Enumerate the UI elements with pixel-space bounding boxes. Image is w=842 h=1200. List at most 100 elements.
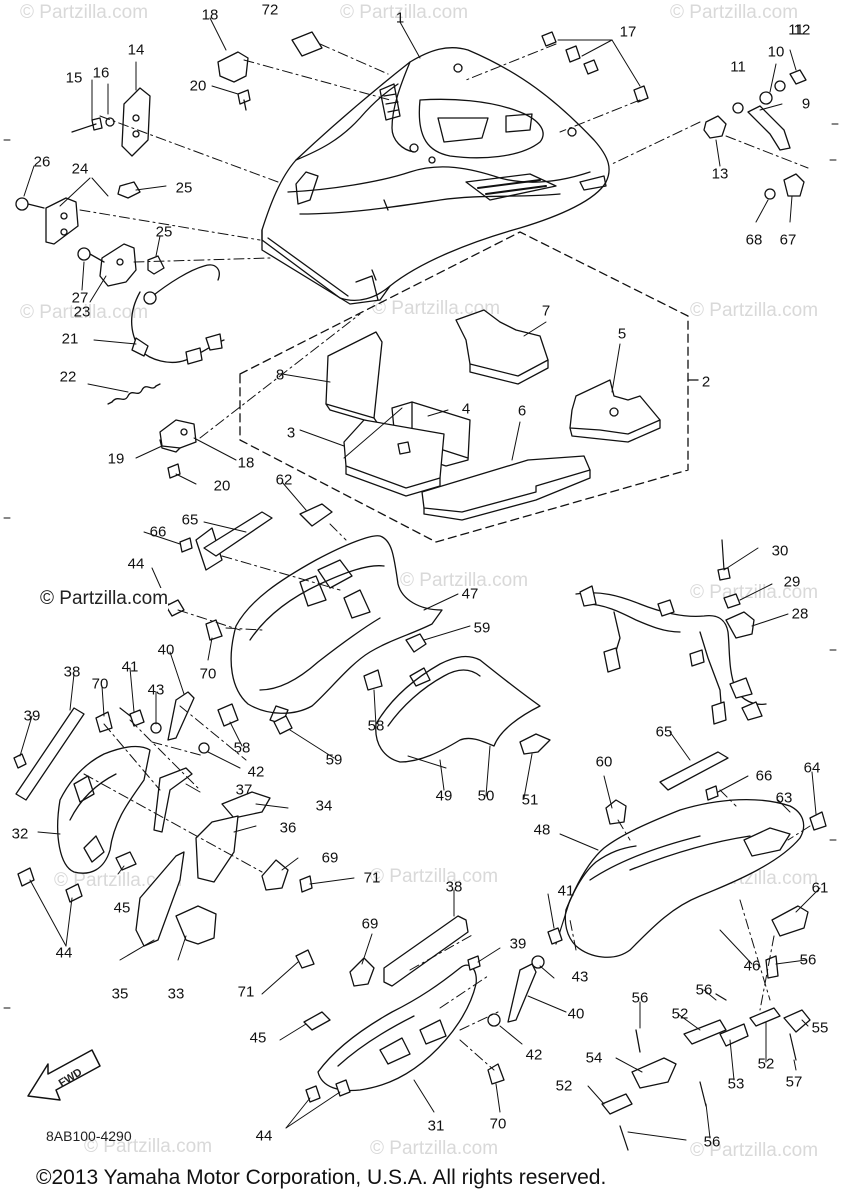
callout-label: 41	[557, 882, 575, 900]
left-upper-hardware	[15, 31, 323, 479]
callout-label: 20	[213, 477, 231, 495]
callout-label: 52	[671, 1005, 689, 1023]
grommet-part	[217, 703, 239, 727]
callout-label: 61	[811, 879, 829, 897]
callout-label: 8	[275, 366, 285, 384]
callout-label: 9	[801, 95, 811, 113]
diagram-code: 8AB100-4290	[46, 1128, 132, 1144]
callout-label: 42	[525, 1046, 543, 1064]
lower-side-panel-part	[564, 751, 827, 1151]
grommet-part	[363, 669, 383, 691]
screw-part	[179, 537, 193, 553]
callout-label: 14	[127, 41, 145, 59]
callout-label: 70	[489, 1115, 507, 1133]
callout-label: 27	[71, 289, 89, 307]
callout-label: 51	[521, 791, 539, 809]
callout-label: 18	[201, 6, 219, 24]
copyright-notice: ©2013 Yamaha Motor Corporation, U.S.A. A…	[36, 1166, 607, 1189]
wire-harness-part	[575, 539, 767, 725]
callout-label: 26	[33, 153, 51, 171]
callout-label: 7	[541, 302, 551, 320]
watermark: © Partzilla.com	[20, 302, 149, 323]
callout-label: 15	[65, 69, 83, 87]
callout-label: 24	[71, 160, 89, 178]
callout-label: 10	[767, 43, 785, 61]
callout-label: 40	[567, 1005, 585, 1023]
fwd-arrow-icon	[27, 1049, 101, 1101]
callout-label: 71	[363, 869, 381, 887]
callout-label: 38	[445, 878, 463, 896]
callout-label: 2	[701, 373, 711, 391]
callout-label: 37	[235, 781, 253, 799]
callout-label: 22	[59, 368, 77, 386]
callout-label: 44	[255, 1127, 273, 1145]
callout-label: 23	[73, 303, 91, 321]
undercover-part	[295, 899, 571, 1103]
nut-part	[273, 715, 293, 735]
callout-label: 53	[727, 1075, 745, 1093]
callout-label: 39	[23, 707, 41, 725]
callout-label: 40	[157, 641, 175, 659]
callout-label: 58	[233, 739, 251, 757]
callout-label: 70	[199, 665, 217, 683]
callout-label: 13	[711, 165, 729, 183]
callout-label: 62	[275, 471, 293, 489]
callout-label: 56	[695, 981, 713, 999]
stay-part	[203, 511, 273, 557]
callout-label: 48	[533, 821, 551, 839]
callout-label: 55	[811, 1019, 829, 1037]
callout-label: 59	[325, 751, 343, 769]
callout-label: 65	[655, 723, 673, 741]
callout-label: 25	[175, 179, 193, 197]
callout-label: 3	[286, 424, 296, 442]
callout-label: 39	[509, 935, 527, 953]
bolt-part	[165, 599, 185, 617]
callout-label: 63	[775, 789, 793, 807]
callout-label: 38	[63, 663, 81, 681]
callout-label: 66	[755, 767, 773, 785]
callout-label: 16	[92, 64, 110, 82]
watermark: © Partzilla.com	[372, 298, 501, 319]
site-watermark: © Partzilla.com	[40, 588, 169, 610]
callout-label: 57	[785, 1073, 803, 1091]
callout-label: 52	[757, 1055, 775, 1073]
clip-part	[519, 733, 551, 755]
callout-label: 17	[619, 23, 637, 41]
bracket-part	[299, 503, 333, 527]
left-lower-parts	[13, 691, 313, 947]
callout-label: 5	[617, 325, 627, 343]
callout-label: 54	[585, 1049, 603, 1067]
callout-label: 19	[107, 450, 125, 468]
callout-label: 60	[595, 753, 613, 771]
callout-label: 32	[11, 825, 29, 843]
callout-label: 52	[555, 1077, 573, 1095]
watermark: © Partzilla.com	[20, 2, 149, 23]
callout-label: 56	[631, 989, 649, 1007]
callout-label: 59	[473, 619, 491, 637]
callout-label: 11	[730, 58, 746, 76]
callout-label: 45	[113, 899, 131, 917]
callout-label: 42	[247, 763, 265, 781]
callout-label: 71	[237, 983, 255, 1001]
callout-label: 69	[321, 849, 339, 867]
callout-label: 44	[55, 944, 73, 962]
callout-label: 44	[127, 555, 145, 573]
callout-label: 11	[788, 21, 804, 39]
callout-label: 47	[461, 585, 479, 603]
watermark: © Partzilla.com	[340, 2, 469, 23]
callout-label: 21	[61, 330, 79, 348]
callout-label: 20	[189, 77, 207, 95]
callout-label: 41	[121, 658, 139, 676]
callout-label: 28	[791, 605, 809, 623]
callout-label: 49	[435, 787, 453, 805]
nut-part	[405, 633, 427, 653]
callout-label: 31	[427, 1117, 445, 1135]
callout-label: 4	[461, 400, 471, 418]
callout-label: 6	[517, 402, 527, 420]
callout-label: 69	[361, 915, 379, 933]
callout-label: 64	[803, 759, 821, 777]
watermark: © Partzilla.com	[690, 300, 819, 321]
callout-label: 68	[745, 231, 763, 249]
callout-label: 36	[279, 819, 297, 837]
